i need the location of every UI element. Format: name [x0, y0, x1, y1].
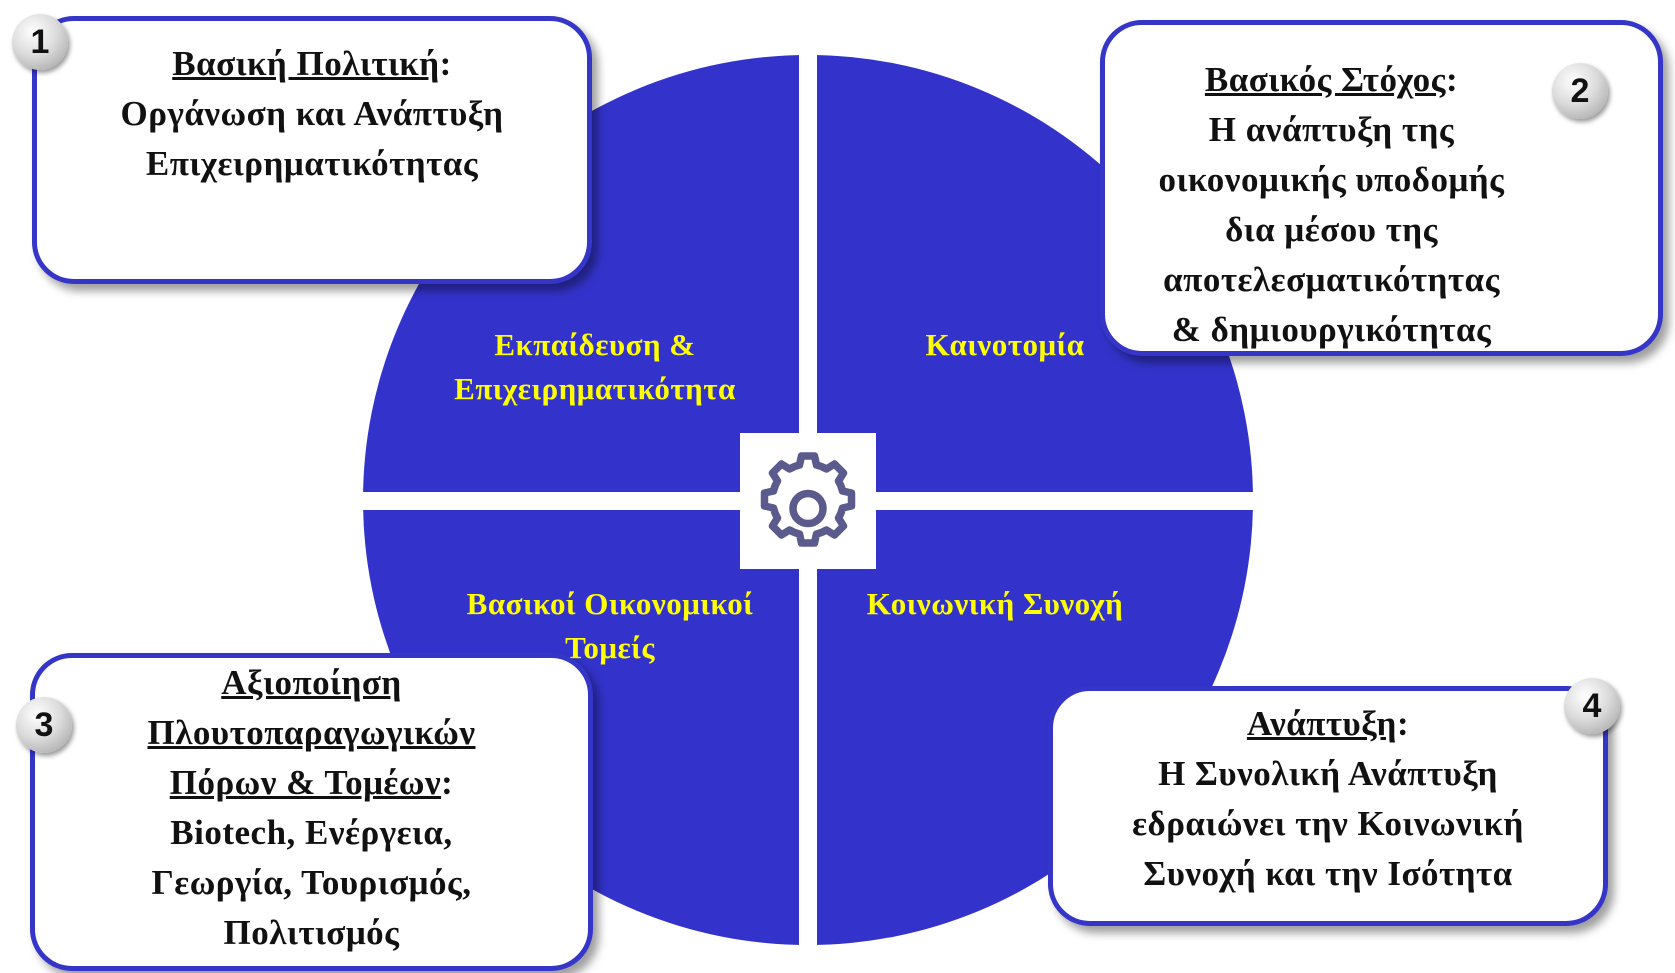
callout1-line2: Επιχειρηματικότητας — [145, 144, 479, 183]
callout3-heading-2: Πλουτοπαραγωγικών — [147, 713, 476, 752]
callout2-heading-line: Βασικός Στόχος: — [1105, 55, 1558, 105]
callout2-line5: & δημιουργικότητας — [1171, 310, 1492, 349]
callout-resources: Αξιοποίηση Πλουτοπαραγωγικών Πόρων & Τομ… — [30, 653, 593, 971]
callout3-line1: Biotech, Ενέργεια, — [170, 813, 453, 852]
callout2-heading: Βασικός Στόχος — [1204, 60, 1446, 99]
callout3-heading-line2: Πλουτοπαραγωγικών — [35, 708, 588, 758]
badge-4: 4 — [1564, 678, 1620, 734]
quadrant-label-economic-sectors: Βασικοί Οικονομικοί Τομείς — [430, 582, 790, 670]
callout1-line1: Οργάνωση και Ανάπτυξη — [120, 94, 504, 133]
quadrant-cohesion-line1: Κοινωνική Συνοχή — [866, 586, 1124, 621]
badge-2: 2 — [1552, 63, 1608, 119]
callout1-colon: : — [439, 44, 452, 83]
quadrant-label-innovation: Καινοτομία — [880, 323, 1130, 367]
quadrant-sectors-line1: Βασικοί Οικονομικοί — [466, 586, 754, 621]
callout4-colon: : — [1396, 704, 1410, 743]
callout3-heading-line3: Πόρων & Τομέων: — [35, 758, 588, 808]
quadrant-sectors-line2: Τομείς — [565, 630, 655, 665]
callout3-heading-3: Πόρων & Τομέων — [169, 763, 442, 802]
callout2-line3: δια μέσου της — [1225, 210, 1438, 249]
callout2-colon: : — [1445, 60, 1459, 99]
callout4-heading-line: Ανάπτυξη: — [1053, 699, 1603, 749]
badge-1: 1 — [12, 14, 68, 70]
gear-icon — [760, 452, 856, 547]
callout-basic-policy: Βασική Πολιτική: Οργάνωση και Ανάπτυξη Ε… — [32, 16, 592, 284]
callout4-line1: Η Συνολική Ανάπτυξη — [1158, 754, 1498, 793]
callout2-line4: αποτελεσματικότητας — [1163, 260, 1500, 299]
callout1-heading-line: Βασική Πολιτική: — [37, 39, 587, 89]
quadrant-education-line2: Επιχειρηματικότητα — [454, 371, 736, 406]
quadrant-label-education: Εκπαίδευση & Επιχειρηματικότητα — [420, 323, 770, 411]
callout4-heading: Ανάπτυξη — [1246, 704, 1397, 743]
callout3-line2: Γεωργία, Τουρισμός, — [151, 863, 472, 902]
badge-3: 3 — [16, 697, 72, 753]
callout1-heading: Βασική Πολιτική — [172, 44, 440, 83]
callout-development: Ανάπτυξη: Η Συνολική Ανάπτυξη εδραιώνει … — [1048, 686, 1608, 926]
callout4-line2: εδραιώνει την Κοινωνική — [1132, 804, 1524, 843]
callout2-line1: Η ανάπτυξη της — [1208, 110, 1455, 149]
quadrant-education-line1: Εκπαίδευση & — [494, 327, 696, 362]
quadrant-label-social-cohesion: Κοινωνική Συνοχή — [835, 582, 1155, 626]
center-gear-box — [740, 433, 876, 569]
callout3-heading-line1: Αξιοποίηση — [35, 658, 588, 708]
callout3-colon: : — [441, 763, 454, 802]
callout4-line3: Συνοχή και την Ισότητα — [1143, 854, 1513, 893]
callout2-line2: οικονομικής υποδομής — [1158, 160, 1505, 199]
callout3-line3: Πολιτισμός — [223, 913, 400, 952]
quadrant-innovation-line1: Καινοτομία — [925, 327, 1085, 362]
callout3-heading-1: Αξιοποίηση — [221, 663, 402, 702]
